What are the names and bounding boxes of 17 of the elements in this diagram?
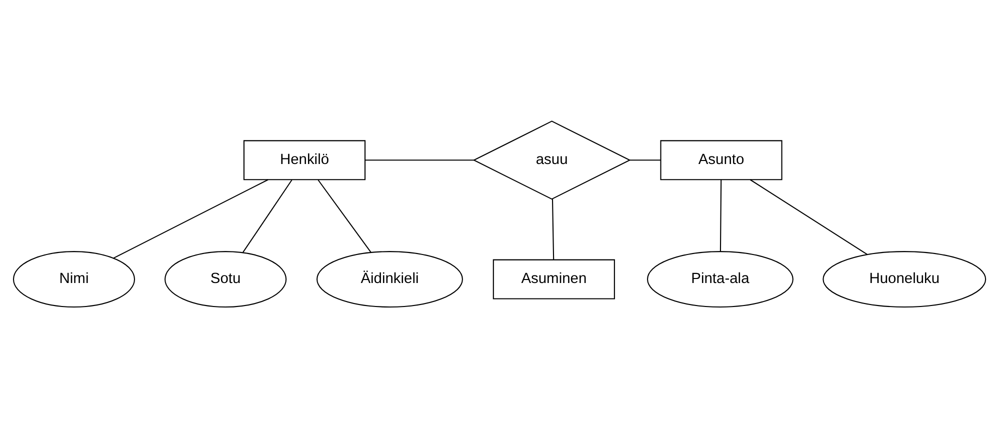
node-ellipse: Pinta-ala xyxy=(646,251,793,308)
connector xyxy=(317,180,371,253)
connector xyxy=(629,160,660,161)
node-ellipse: Huoneluku xyxy=(822,251,986,308)
node-ellipse: Nimi xyxy=(12,251,135,308)
node-box: Asuminen xyxy=(492,259,614,300)
node-diamond: asuu xyxy=(472,120,630,200)
node-box: Asunto xyxy=(660,140,782,180)
connector xyxy=(551,198,554,260)
connector xyxy=(364,160,474,161)
connector xyxy=(750,179,868,256)
connector xyxy=(719,180,722,252)
node-ellipse: Äidinkieli xyxy=(316,251,462,308)
connector xyxy=(112,179,268,259)
connector xyxy=(242,180,292,253)
node-ellipse: Sotu xyxy=(164,251,286,308)
node-box: Henkilö xyxy=(242,140,366,180)
